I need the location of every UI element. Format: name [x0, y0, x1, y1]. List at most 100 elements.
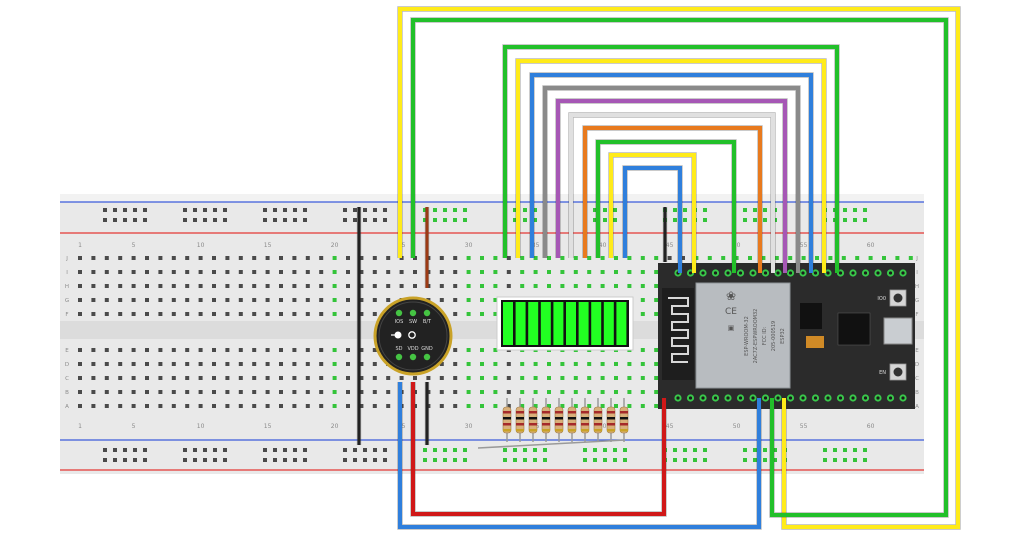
breadboard-hole [480, 256, 484, 260]
breadboard-hole [480, 362, 484, 366]
rail-hole [463, 458, 467, 462]
wire-yellow-arch-inner [609, 153, 696, 273]
esp32-header-hole [688, 396, 693, 400]
esp32-voltage-regulator [800, 303, 822, 329]
rail-hole [213, 218, 217, 222]
breadboard-hole [305, 270, 310, 274]
led-bar-segment [528, 302, 539, 345]
breadboard-hole [158, 390, 163, 394]
rail-hole [123, 458, 127, 462]
rail-hole [683, 218, 687, 222]
breadboard-hole [91, 256, 96, 260]
breadboard-hole [520, 256, 525, 260]
rail-hole [353, 448, 357, 452]
breadboard-hole [198, 284, 203, 288]
column-number-top: 5 [132, 242, 136, 249]
breadboard-hole [573, 270, 578, 274]
breadboard-hole [332, 312, 337, 316]
rail-hole [533, 208, 537, 212]
rail-hole [203, 458, 207, 462]
breadboard-hole [614, 284, 618, 288]
breadboard-hole [265, 284, 270, 288]
esp32-header-hole [838, 271, 843, 275]
resistor-band [516, 411, 524, 414]
rail-hole [123, 208, 127, 212]
rail-hole [433, 218, 437, 222]
column-number-bottom: 15 [264, 423, 272, 430]
rail-hole [383, 208, 387, 212]
rail-hole [133, 208, 137, 212]
breadboard-hole [587, 270, 592, 274]
rail-hole [523, 218, 527, 222]
rail-hole [273, 448, 277, 452]
breadboard-hole [118, 284, 123, 288]
rail-hole [423, 448, 427, 452]
breadboard-hole [654, 298, 659, 302]
rail-hole [513, 218, 517, 222]
breadboard-hole [359, 404, 364, 408]
rail-hole [543, 458, 547, 462]
rail-hole [213, 208, 217, 212]
rail-hole [223, 458, 227, 462]
breadboard-hole [346, 284, 350, 288]
breadboard-hole [453, 256, 458, 260]
rail-hole [743, 448, 747, 452]
rail-hole [613, 218, 617, 222]
breadboard-hole [640, 298, 645, 302]
breadboard-hole [252, 348, 257, 352]
breadboard-hole [131, 362, 136, 366]
breadboard-hole [265, 348, 270, 352]
breadboard-hole [171, 256, 176, 260]
breadboard-hole [480, 270, 484, 274]
row-letter-left: I [66, 270, 68, 276]
breadboard-hole [252, 376, 257, 380]
breadboard-hole [386, 298, 391, 302]
resistor-band [620, 429, 628, 432]
rail-hole [513, 208, 517, 212]
breadboard-hole [573, 284, 578, 288]
breadboard-hole [104, 270, 109, 274]
breadboard-hole [480, 390, 484, 394]
breadboard-hole [305, 404, 310, 408]
breadboard-hole [533, 376, 538, 380]
rail-hole [833, 458, 837, 462]
breadboard-hole [493, 298, 498, 302]
breadboard-hole [332, 298, 337, 302]
rail-hole [223, 448, 227, 452]
rail-hole [853, 458, 857, 462]
breadboard-hole [78, 284, 82, 288]
breadboard-hole [225, 348, 230, 352]
breadboard-hole [158, 270, 163, 274]
breadboard-hole [506, 270, 511, 274]
breadboard-hole [145, 270, 149, 274]
breadboard-hole [238, 376, 243, 380]
rail-hole [353, 208, 357, 212]
breadboard-hole [466, 270, 471, 274]
esp32-header-hole [876, 271, 880, 275]
rail-hole [533, 448, 537, 452]
led-bar-segment [540, 302, 551, 345]
breadboard-hole [131, 270, 136, 274]
breadboard-hole [319, 348, 324, 352]
breadboard-hole [439, 256, 444, 260]
rail-hole [543, 448, 547, 452]
rail-hole [133, 458, 137, 462]
rail-hole [453, 208, 457, 212]
breadboard-hole [788, 256, 793, 260]
rail-hole [533, 218, 537, 222]
rail-hole [303, 208, 307, 212]
esp32-header-hole [763, 271, 768, 275]
breadboard-hole [506, 376, 511, 380]
esp32-header-hole [788, 396, 793, 400]
breadboard-hole [225, 376, 230, 380]
rail-hole [303, 448, 307, 452]
breadboard-hole [627, 270, 632, 274]
led-bar-segment [578, 302, 589, 345]
row-letter-left: B [65, 390, 69, 396]
column-number-top: 50 [733, 242, 741, 249]
rail-hole [513, 448, 517, 452]
rail-hole [363, 218, 367, 222]
breadboard-hole [453, 270, 458, 274]
breadboard-hole [453, 376, 458, 380]
resistor-band [607, 417, 615, 420]
